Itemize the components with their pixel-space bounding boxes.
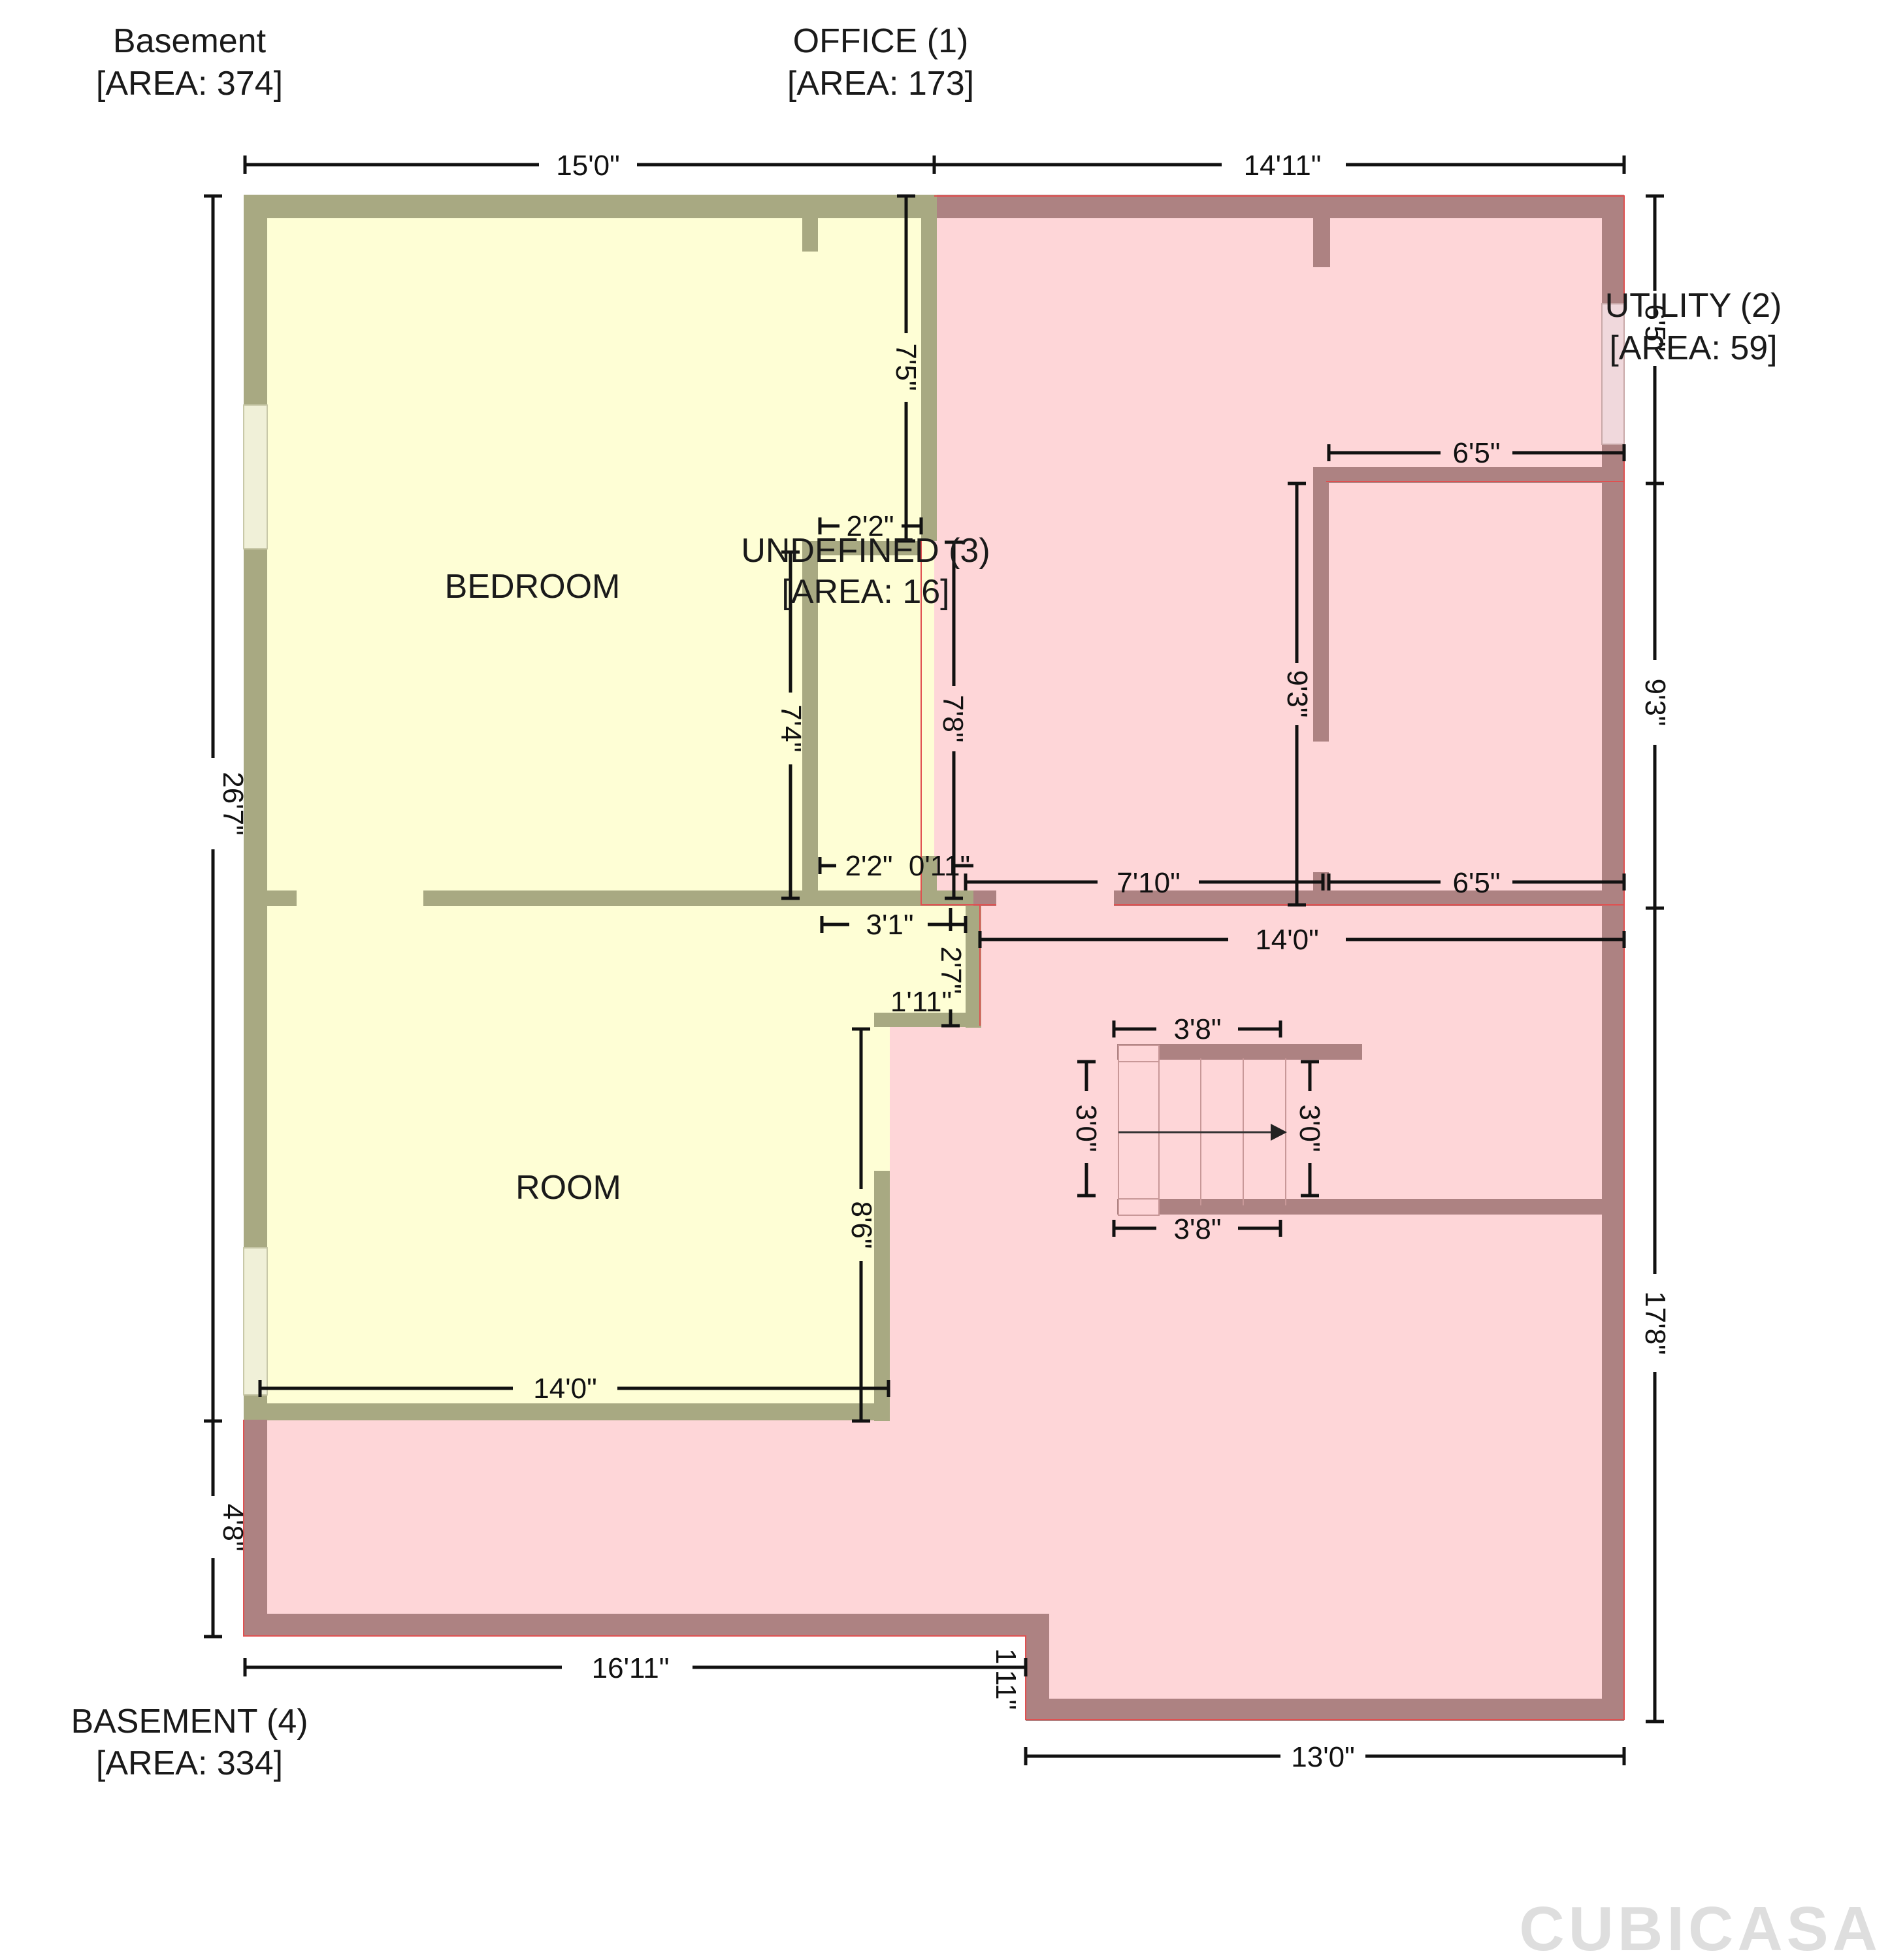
dim-left-total: 26'7" [217,772,249,835]
wall [244,1614,1049,1636]
dimension-lines [204,155,1664,1765]
dim-stair-bottom: 3'8" [1174,1213,1222,1245]
wall [267,890,297,906]
dim-bottom-right: 13'0" [1291,1741,1354,1773]
wall [244,1420,267,1635]
wall [244,195,936,218]
dim-stair-left: 3'0" [1070,1105,1102,1152]
door-opening [1313,742,1329,872]
dim-undefined-bottom: 2'2" [845,850,893,882]
wall [966,890,981,1028]
room-label: ROOM [515,1169,621,1207]
dim-stair-top: 3'8" [1174,1013,1222,1045]
dim-hall-width: 3'1" [866,909,914,941]
wall [973,890,996,906]
door-opening [802,252,818,541]
pink-walls [244,195,1624,1721]
door-opening [996,890,1114,906]
window [243,1247,268,1396]
dim-office-bottom: 7'10" [1116,867,1180,899]
dim-right-bottom: 17'8" [1639,1291,1671,1354]
door-opening [874,1027,890,1171]
dim-basement-width: 14'0" [1255,924,1318,956]
dim-undefined-left: 7'4" [775,705,807,753]
pink-floor [245,196,1620,1718]
wall [1313,467,1607,483]
closet-floor [813,196,934,542]
basement-total-name: Basement [113,22,267,60]
dim-undefined-right: 7'8" [937,695,969,743]
wall [1602,195,1624,1720]
dim-utility-top: 6'5" [1453,437,1501,469]
stairs [1118,1045,1286,1216]
dim-right-mid: 9'3" [1639,679,1671,727]
wall [802,541,920,555]
utility-area: [AREA: 59] [1609,329,1777,367]
utility-name: UTILITY (2) [1605,287,1782,325]
wall [423,890,966,906]
dim-stair-right: 3'0" [1294,1105,1326,1152]
dim-top-left: 15'0" [556,150,619,182]
wall [1117,1199,1607,1215]
dim-utility-inner: 9'3" [1281,670,1313,718]
area-labels: Basement [AREA: 374] OFFICE (1) [AREA: 1… [71,22,1782,1782]
basement-total-area: [AREA: 374] [96,65,283,103]
wall [1114,890,1604,906]
dim-closet-height: 7'5" [890,344,922,391]
wall [921,195,937,541]
dim-bottom-step: 1'11" [990,1648,1022,1710]
dim-hall-height: 2'7" [935,947,967,994]
dim-small-gap: 0'11" [909,850,970,882]
dim-right-top: 6'5" [1639,304,1671,352]
brand-watermark: CUBICASA [1519,1894,1882,1960]
wall [1313,218,1330,267]
office-name: OFFICE (1) [793,22,969,60]
yellow-walls [244,195,981,1421]
dim-utility-bottom: 6'5" [1453,867,1501,899]
wall [874,1013,981,1027]
office-area: [AREA: 173] [787,65,974,103]
window [243,404,268,549]
dim-top-right: 14'11" [1244,150,1322,182]
basement-area: [AREA: 334] [96,1744,283,1782]
undefined-name: UNDEFINED (3) [741,532,990,570]
utility-window [1601,303,1625,445]
dim-closet-width: 2'2" [847,510,894,542]
wall [1313,467,1329,742]
wall [802,216,818,252]
dim-room-width: 14'0" [533,1373,596,1405]
wall [937,195,1624,218]
wall [1026,1699,1624,1721]
basement-name: BASEMENT (4) [71,1703,308,1740]
dimension-labels: 15'0" 14'11" 26'7" 4'8" 16'11" 1'11" 13'… [217,150,1671,1773]
windows [243,252,1329,1396]
door-opening [297,890,423,906]
wall [244,195,267,1420]
wall [244,1403,890,1420]
room-labels: BEDROOM ROOM [445,568,621,1207]
room-floor [245,905,973,1418]
undefined-area: [AREA: 16] [781,573,949,611]
dim-bottom-left: 16'11" [592,1652,670,1684]
bedroom-label: BEDROOM [445,568,621,606]
wall [802,541,818,902]
dim-room-height: 8'6" [845,1201,877,1249]
dim-left-bottom: 4'8" [217,1504,249,1552]
dim-hall-step: 1'11" [890,986,952,1018]
stair-arrow-head [1271,1124,1287,1141]
